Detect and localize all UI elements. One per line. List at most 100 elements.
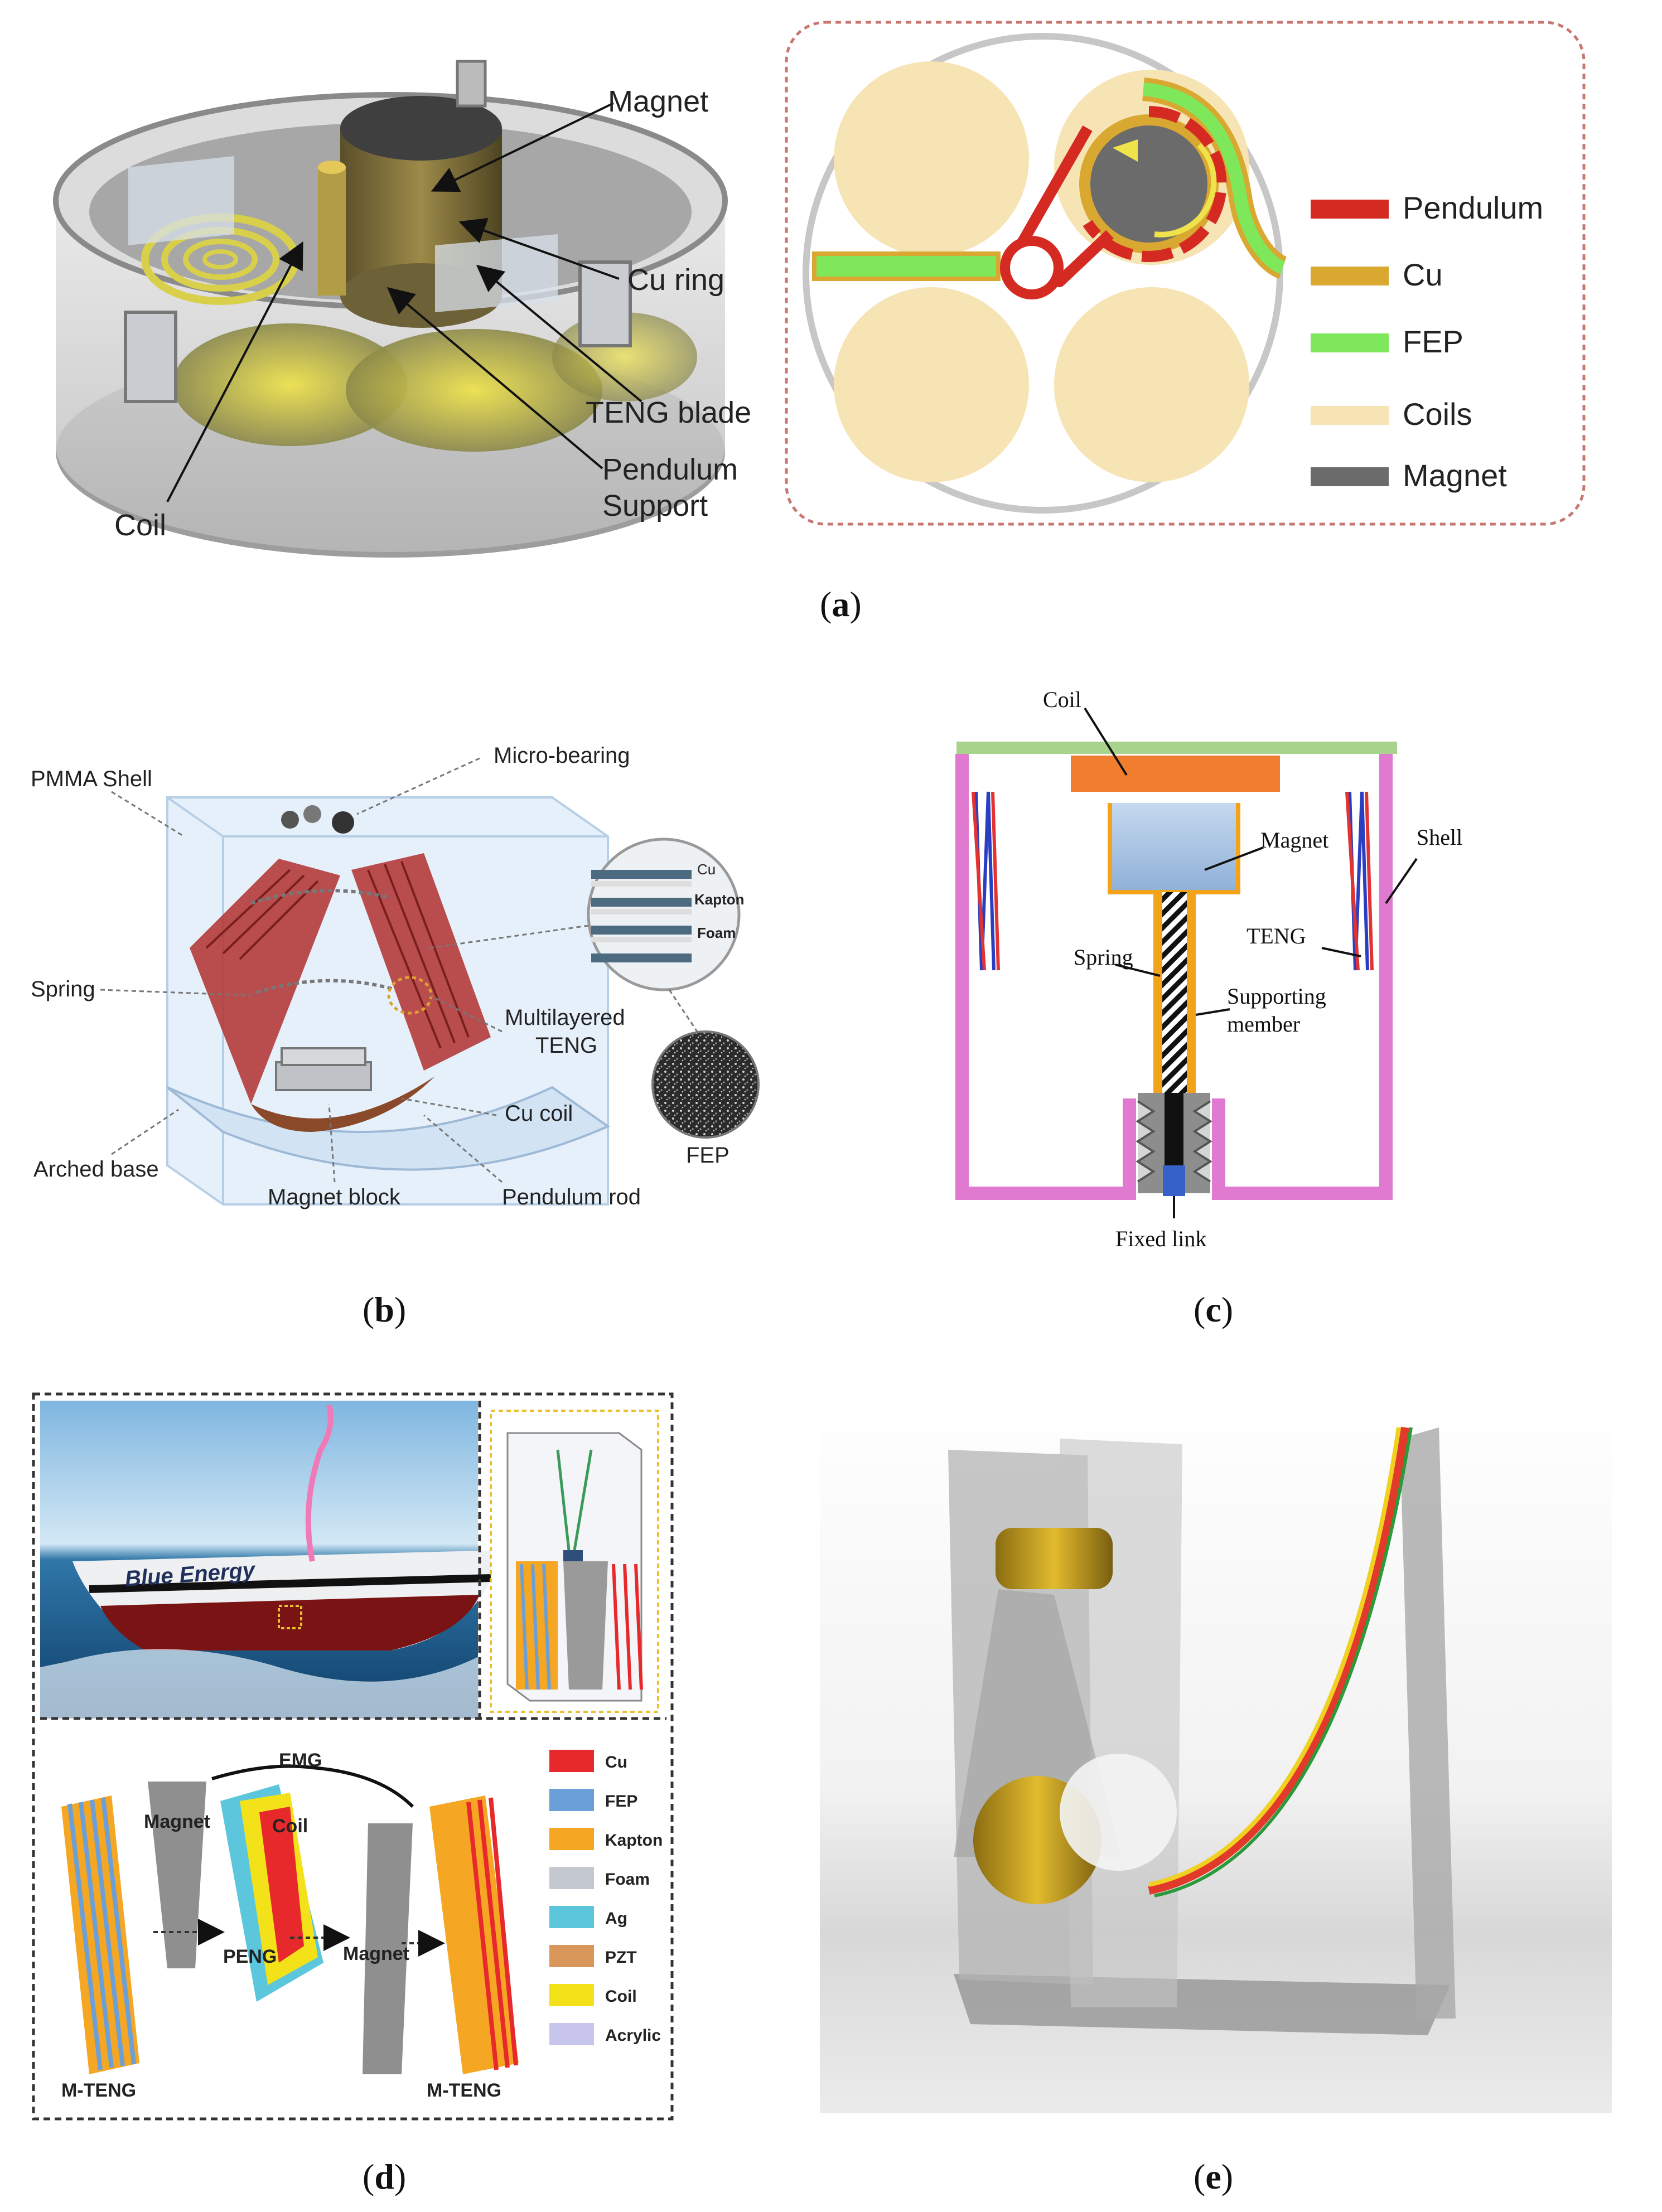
legend-d-swatch-fep bbox=[549, 1789, 594, 1811]
inset-layers bbox=[591, 870, 692, 962]
coil-top-left bbox=[834, 61, 1029, 256]
panel-e: (e) bbox=[820, 1388, 1612, 2196]
legend-d-swatch-kapton bbox=[549, 1828, 594, 1850]
device-a-leader-lines bbox=[166, 102, 642, 502]
label-teng-c: TENG bbox=[1246, 923, 1306, 948]
exploded-view bbox=[61, 1764, 519, 2074]
inset-label-kapton: Kapton bbox=[694, 891, 745, 908]
teng-right bbox=[1345, 791, 1374, 971]
top-plate bbox=[956, 742, 1397, 754]
fep-strip-right bbox=[1142, 83, 1286, 274]
legend-d-label-foam: Foam bbox=[605, 1870, 650, 1889]
label-magnet: Magnet bbox=[608, 85, 708, 118]
label-magnet-block: Magnet block bbox=[268, 1185, 401, 1209]
label-shell-c: Shell bbox=[1417, 825, 1462, 850]
label-multilayered: Multilayered bbox=[505, 1005, 625, 1030]
legend-a-label-coils: Coils bbox=[1403, 396, 1472, 432]
label-pendulum: Pendulum bbox=[602, 453, 738, 486]
spring-c bbox=[1162, 892, 1187, 1093]
legend-d-label-fep: FEP bbox=[605, 1792, 637, 1811]
label-magnet-left: Magnet bbox=[144, 1811, 210, 1832]
legend-d-label-coil: Coil bbox=[605, 1987, 637, 2006]
device-b-leader-lines bbox=[100, 757, 698, 1183]
photo-strip-red bbox=[1148, 1426, 1410, 1895]
rotation-arrowhead bbox=[1113, 139, 1138, 162]
label-teng-blade: TENG blade bbox=[586, 396, 751, 429]
label-pmma-shell: PMMA Shell bbox=[31, 767, 152, 791]
legend-d-swatch-ag bbox=[549, 1906, 594, 1928]
label-pendulum-rod: Pendulum rod bbox=[502, 1185, 641, 1209]
legend-d-swatch-acrylic bbox=[549, 2023, 594, 2045]
legend-d-swatch-foam bbox=[549, 1867, 594, 1889]
label-spring: Spring bbox=[31, 977, 95, 1001]
legend-a-label-cu: Cu bbox=[1403, 257, 1443, 292]
label-micro-bearing: Micro-bearing bbox=[494, 743, 630, 768]
device-inset bbox=[506, 1432, 643, 1702]
legend-d-label-acrylic: Acrylic bbox=[605, 2026, 661, 2045]
label-peng: PENG bbox=[223, 1946, 277, 1967]
teng-left bbox=[972, 791, 1000, 971]
rotation-arrow bbox=[1154, 143, 1217, 238]
coil-bottom-left bbox=[834, 287, 1029, 482]
device-a-rendering bbox=[53, 60, 728, 558]
energy-spark bbox=[305, 1404, 334, 1562]
legend-d: Cu FEP Kapton Foam Ag PZT Coil Acrylic bbox=[549, 1750, 663, 2045]
label-cu-coil: Cu coil bbox=[505, 1101, 573, 1126]
label-arched-base: Arched base bbox=[33, 1157, 159, 1182]
label-coil: Coil bbox=[114, 509, 166, 542]
legend-a-swatch-pendulum bbox=[1311, 200, 1389, 219]
legend-d-label-cu: Cu bbox=[605, 1753, 627, 1771]
label-mteng-right: M-TENG bbox=[427, 2080, 501, 2101]
label-support: Support bbox=[602, 489, 708, 522]
coil-block bbox=[1071, 756, 1280, 792]
label-spring-c: Spring bbox=[1074, 945, 1133, 970]
ship-device-marker bbox=[278, 1605, 302, 1629]
legend-d-swatch-pzt bbox=[549, 1945, 594, 1967]
device-b-rendering bbox=[166, 796, 611, 1206]
pendulum-pivot bbox=[1000, 236, 1064, 299]
coil-bottom-right bbox=[1054, 287, 1249, 482]
label-fep: FEP bbox=[686, 1143, 729, 1168]
legend-d-label-ag: Ag bbox=[605, 1909, 627, 1928]
shell-right bbox=[1212, 754, 1393, 1200]
support-right bbox=[1187, 892, 1196, 1093]
label-magnet-right: Magnet bbox=[343, 1943, 409, 1964]
base-teeth bbox=[1136, 1100, 1212, 1183]
photo-strip-yellow bbox=[1148, 1427, 1401, 1887]
label-emg: EMG bbox=[279, 1750, 322, 1771]
label-magnet-c: Magnet bbox=[1260, 827, 1328, 853]
label-mteng-left: M-TENG bbox=[61, 2080, 136, 2101]
magnet-schematic bbox=[1090, 125, 1207, 243]
panel-c: Coil Magnet Shell TENG Spring Supporting… bbox=[955, 687, 1462, 1329]
caption-d: (d) bbox=[363, 2157, 406, 2196]
caption-a: (a) bbox=[820, 584, 862, 624]
caption-b: (b) bbox=[363, 1290, 406, 1329]
panel-d: Blue Energy bbox=[32, 1392, 674, 2196]
magnet-block-c bbox=[1108, 803, 1240, 894]
sea-foam bbox=[40, 1649, 480, 1719]
label-coil-d: Coil bbox=[272, 1816, 308, 1837]
shell-left bbox=[955, 754, 1136, 1200]
legend-a-label-pendulum: Pendulum bbox=[1403, 190, 1543, 225]
label-coil-c: Coil bbox=[1043, 687, 1081, 712]
legend-a-swatch-magnet bbox=[1311, 467, 1389, 486]
photo-foam-brush bbox=[1060, 1754, 1177, 1871]
inset-fep-circle bbox=[651, 1030, 760, 1139]
legend-d-swatch-coil bbox=[549, 1984, 594, 2006]
legend-a: Pendulum Cu FEP Coils Magnet bbox=[1311, 190, 1543, 493]
fixed-link-block bbox=[1163, 1165, 1185, 1196]
label-cu-ring: Cu ring bbox=[627, 263, 724, 297]
inset-label-foam: Foam bbox=[697, 925, 736, 941]
ship-stripe bbox=[89, 1574, 491, 1593]
legend-a-label-fep: FEP bbox=[1403, 324, 1463, 359]
fep-strip-left bbox=[812, 251, 1001, 281]
central-rod bbox=[1165, 1093, 1183, 1171]
device-c-leader-lines bbox=[1084, 707, 1418, 1218]
caption-c: (c) bbox=[1194, 1290, 1233, 1329]
photo-strip-green bbox=[1154, 1427, 1413, 1898]
label-multilayered-teng: TENG bbox=[535, 1033, 597, 1058]
label-fixed-link-c: Fixed link bbox=[1115, 1226, 1206, 1251]
panel-b: Cu Kapton Foam PMMA Shell Micro-bearing … bbox=[31, 743, 760, 1329]
inset-label-cu: Cu bbox=[697, 861, 716, 878]
support-left bbox=[1153, 892, 1162, 1093]
